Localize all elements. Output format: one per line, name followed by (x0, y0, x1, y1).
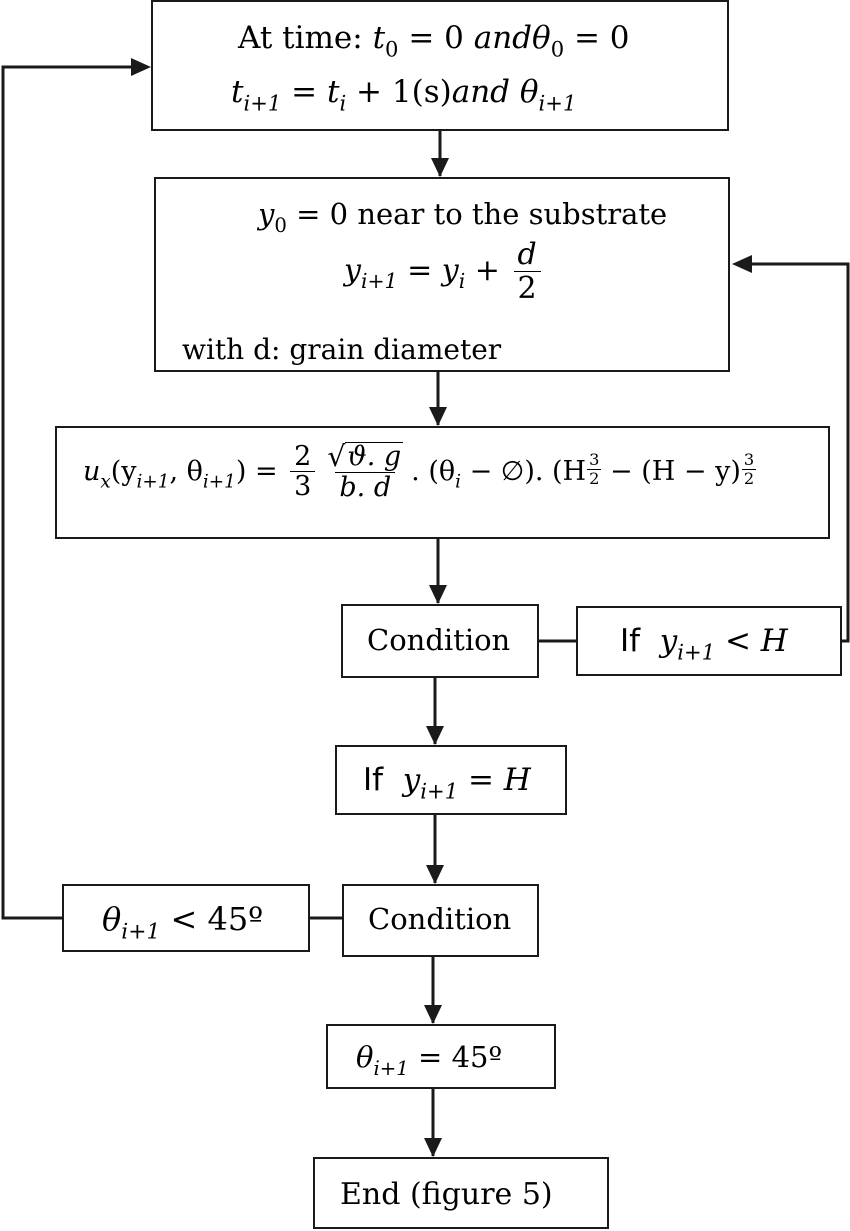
arrowhead-y-to-formula (429, 407, 447, 426)
if-y-less-than-h-text: If yi+1 < H (620, 623, 788, 665)
sqrt-symbol: √ϑ. g (327, 440, 404, 473)
condition-box-2: Condition (342, 884, 539, 957)
loop-theta-less-to-start (1, 65, 132, 920)
condition-box-1: Condition (341, 604, 539, 678)
arrowhead-loop-to-start (131, 58, 151, 76)
start-line-2: ti+1 = ti + 1(s)and θi+1 (231, 74, 577, 116)
arrowhead-loop-to-y (732, 255, 752, 273)
arrowhead-condition1-to-if-equal (426, 726, 444, 745)
condition-label-1: Condition (367, 623, 511, 657)
theta-equals-45-text: θi+1 = 45º (356, 1040, 503, 1080)
start-line-1: At time: t0 = 0 andθ0 = 0 (238, 20, 630, 62)
theta-less-than-45-text: θi+1 < 45º (102, 900, 264, 945)
start-box: At time: t0 = 0 andθ0 = 0 ti+1 = ti + 1(… (151, 0, 729, 131)
arrowhead-formula-to-condition1 (429, 585, 447, 604)
condition-label-2: Condition (368, 902, 512, 936)
arrowhead-if-equal-to-condition2 (426, 865, 444, 884)
arrowhead-condition2-to-theta-equal (424, 1005, 442, 1024)
end-box: End (figure 5) (313, 1157, 609, 1229)
if-y-less-than-h-box: If yi+1 < H (576, 606, 842, 676)
loop-if-less-to-y (750, 262, 850, 643)
arrowhead-start-to-y (431, 158, 449, 177)
y-line-3: with d: grain diameter (182, 333, 502, 366)
if-y-equals-h-box: If yi+1 = H (335, 745, 567, 815)
end-label: End (figure 5) (340, 1177, 553, 1212)
y-box: y0 = 0 near to the substrate yi+1 = yi +… (154, 177, 730, 372)
theta-less-than-45-box: θi+1 < 45º (62, 884, 310, 952)
if-y-equals-h-text: If yi+1 = H (363, 762, 531, 804)
theta-equals-45-box: θi+1 = 45º (326, 1024, 556, 1089)
arrowhead-theta-equal-to-end (424, 1138, 442, 1157)
y-line-1: y0 = 0 near to the substrate (258, 197, 668, 237)
